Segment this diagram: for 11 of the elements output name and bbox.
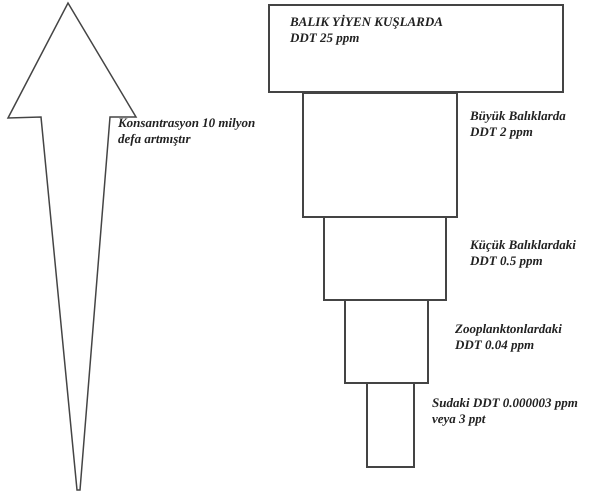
- tier-box: [302, 92, 458, 218]
- tier-box: [323, 216, 447, 301]
- tier-caption: Zooplanktonlardaki DDT 0.04 ppm: [455, 321, 563, 353]
- tier-caption: Sudaki DDT 0.000003 ppm veya 3 ppt: [432, 395, 579, 427]
- tier-box: [344, 299, 429, 384]
- tier-box: [268, 4, 564, 93]
- tier-label: BALIK YİYEN KUŞLARDA DDT 25 ppm: [290, 14, 444, 46]
- tier-caption: Küçük Balıklardaki DDT 0.5 ppm: [470, 237, 577, 269]
- arrow-caption: Konsantrasyon 10 milyon defa artmıştır: [118, 115, 256, 147]
- tier-box: [366, 382, 415, 468]
- tier-caption: Büyük Balıklarda DDT 2 ppm: [470, 108, 567, 140]
